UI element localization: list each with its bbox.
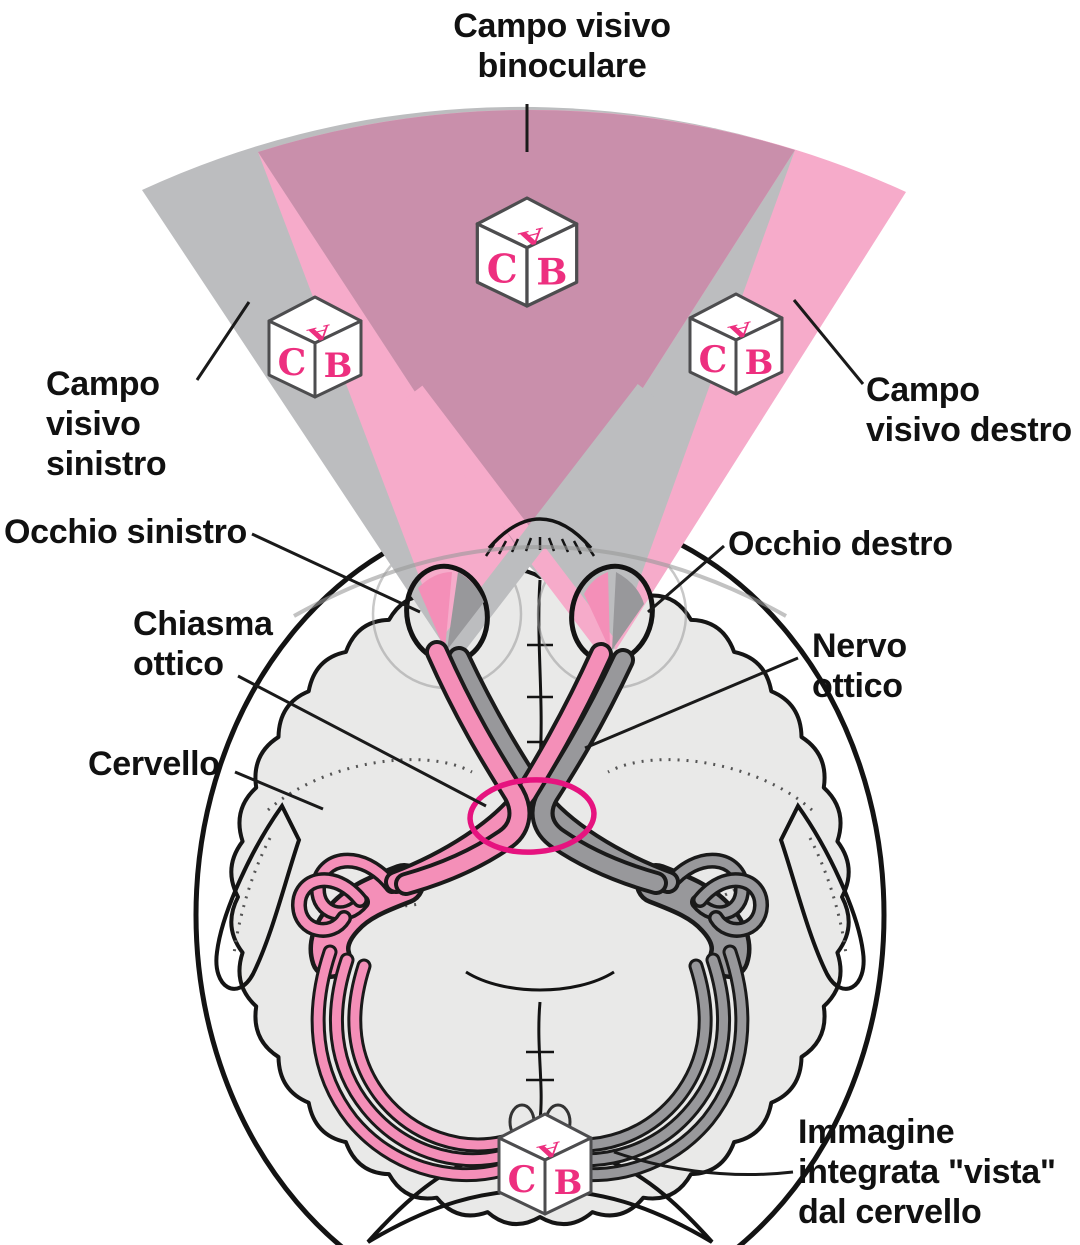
left-ear bbox=[214, 802, 302, 991]
right-eye-gray-wedge bbox=[612, 572, 644, 650]
leader-chiasm bbox=[237, 674, 487, 808]
visual-fields bbox=[142, 106, 906, 658]
optic-nerve-label: Nervo ottico bbox=[812, 627, 907, 706]
integrated-image-label: Immagine integrata "vista" dal cervello bbox=[798, 1113, 1056, 1232]
right-ear bbox=[778, 802, 866, 991]
left-eye bbox=[404, 563, 490, 665]
right-eye bbox=[569, 563, 655, 665]
cube-letter-c: C bbox=[487, 246, 518, 292]
cube-left-field: A C B bbox=[267, 295, 363, 399]
leader-integrated-image bbox=[613, 1150, 794, 1177]
cube-letter-b: B bbox=[554, 1163, 583, 1203]
leader-right-eye bbox=[647, 544, 725, 614]
right-optic-radiation bbox=[548, 944, 750, 1183]
optic-nerve-left-pink-uncrossed bbox=[394, 640, 532, 896]
chiasm-label: Chiasma ottico bbox=[133, 605, 273, 684]
cube-letter-b: B bbox=[324, 346, 353, 386]
right-eye-label: Occhio destro bbox=[728, 525, 953, 563]
left-eye-label: Occhio sinistro bbox=[4, 513, 247, 551]
cube-letter-c: C bbox=[699, 339, 728, 381]
cube-letter-c: C bbox=[508, 1159, 537, 1201]
leader-brain bbox=[234, 770, 324, 811]
cube-letter-b: B bbox=[745, 343, 774, 383]
cube-right-field: A C B bbox=[688, 292, 784, 396]
left-optic-radiation bbox=[310, 944, 512, 1183]
brain-label: Cervello bbox=[88, 745, 220, 783]
right-field-edge-band bbox=[258, 152, 529, 650]
leader-left-eye bbox=[251, 532, 421, 614]
right-field-label: Campo visivo destro bbox=[866, 371, 1072, 450]
leader-optic-nerve bbox=[584, 656, 799, 750]
leader-left-field bbox=[195, 301, 251, 381]
cube-binocular-field: A C B bbox=[475, 196, 579, 308]
binocular-field bbox=[258, 110, 795, 566]
optic-nerve-right-gray-uncrossed bbox=[530, 648, 668, 895]
binocular-field-label: Campo visivo binoculare bbox=[453, 7, 671, 86]
cube-letter-c: C bbox=[278, 342, 307, 384]
leader-right-field bbox=[792, 299, 865, 385]
cube-letter-b: B bbox=[536, 250, 567, 293]
chiasm-ellipse bbox=[467, 777, 597, 855]
left-eye-pink-wedge bbox=[418, 572, 452, 650]
nose bbox=[293, 517, 787, 618]
left-field-edge-band bbox=[529, 150, 795, 650]
left-eye-gray-wedge bbox=[447, 572, 484, 650]
leader-lines bbox=[195, 104, 865, 1177]
brow-line bbox=[293, 545, 787, 618]
crossing-band-to-right-eye bbox=[405, 385, 619, 657]
left-field-label: Campo visivo sinistro bbox=[46, 365, 167, 484]
cube-integrated-image: A C B bbox=[497, 1112, 593, 1216]
right-eye-pink-crescent bbox=[584, 572, 610, 650]
